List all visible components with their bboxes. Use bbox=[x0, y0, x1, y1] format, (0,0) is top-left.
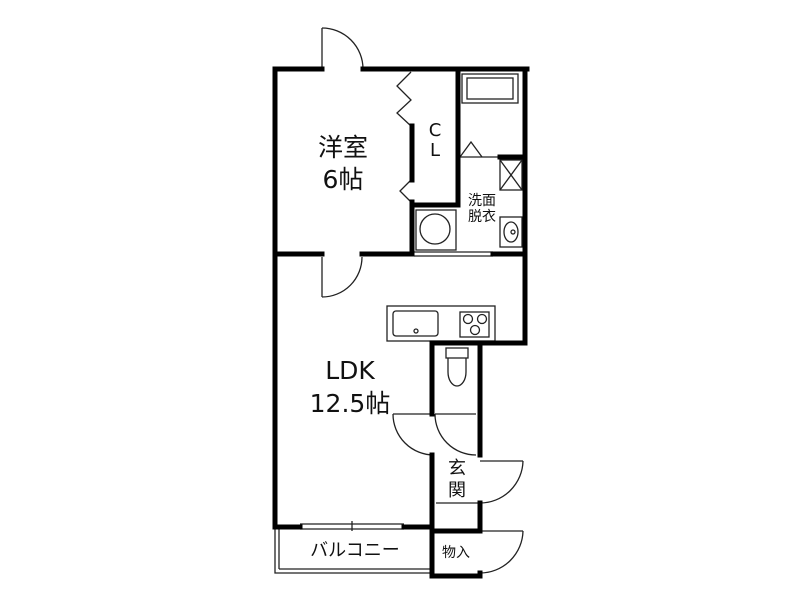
washroom-doorway bbox=[414, 251, 493, 257]
entrance-label-1: 玄 bbox=[448, 458, 466, 479]
washing-machine-pan bbox=[499, 159, 523, 191]
balcony-label: バルコニー bbox=[310, 540, 400, 561]
entrance-door bbox=[479, 460, 524, 504]
bedroom-entry-door bbox=[321, 27, 364, 70]
hall-door bbox=[392, 413, 435, 456]
ldk-door bbox=[321, 256, 363, 298]
toilet-door bbox=[434, 413, 477, 456]
bedroom-size: 6帖 bbox=[323, 165, 364, 194]
wash-basin bbox=[499, 216, 523, 248]
closet-label-l: L bbox=[430, 140, 440, 161]
closet-label-c: C bbox=[429, 120, 442, 141]
washing-machine bbox=[415, 209, 457, 251]
walls bbox=[272, 66, 530, 579]
storage-door bbox=[479, 530, 524, 574]
room-labels: 洋室 6帖 C L 洗面 脱衣 LDK 12.5帖 玄 関 バルコニー 物入 bbox=[310, 120, 496, 561]
washroom-label-1: 洗面 bbox=[468, 193, 496, 209]
storage-label: 物入 bbox=[442, 545, 470, 561]
closet-door-upper bbox=[396, 71, 412, 127]
bath-door bbox=[459, 140, 483, 158]
balcony-rail bbox=[274, 529, 432, 574]
fixture-lines bbox=[274, 27, 524, 574]
closet-door-lower bbox=[399, 179, 412, 203]
bathtub bbox=[461, 73, 519, 104]
bedroom-name: 洋室 bbox=[318, 133, 368, 162]
entrance-label-2: 関 bbox=[448, 480, 466, 501]
washroom-label-2: 脱衣 bbox=[468, 209, 496, 225]
ldk-name: LDK bbox=[325, 356, 375, 385]
balcony-window bbox=[300, 521, 404, 531]
toilet bbox=[445, 347, 469, 387]
ldk-size: 12.5帖 bbox=[310, 389, 391, 418]
